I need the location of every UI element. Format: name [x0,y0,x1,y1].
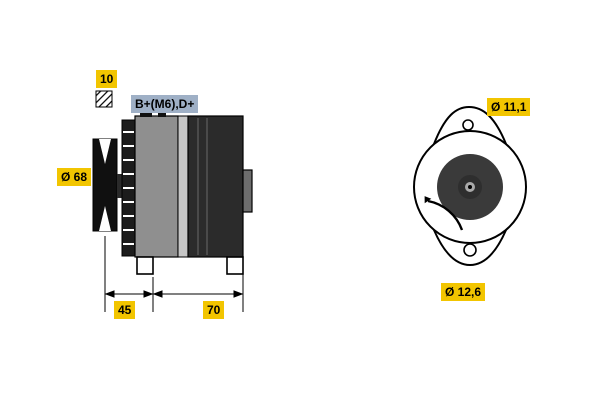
alternator-side-view [92,90,253,312]
terminal-stud-b-plus [140,109,152,117]
shaft-size-label: 10 [96,70,118,88]
rear-connector [242,169,253,213]
pulley-diameter-label: Ø 68 [57,168,92,186]
dimension-70-label: 70 [203,301,225,319]
terminal-stud-d-plus [158,111,166,117]
alternator-housing [134,109,253,258]
alternator-rear-view [413,105,527,267]
mounting-feet [136,256,244,275]
bottom-hole-diameter-label: Ø 12,6 [441,283,486,301]
rotation-arrow-icon [424,196,464,231]
dimension-lines [104,236,244,312]
front-bracket-fins [121,119,136,257]
top-mounting-hole [462,119,474,131]
top-hole-diameter-label: Ø 11,1 [487,98,531,116]
terminals-label: B+(M6),D+ [131,95,199,113]
bottom-mounting-hole [463,243,477,257]
pulley [92,138,122,232]
knurl-hatch-icon [95,90,113,108]
rotor-disc [437,154,503,220]
dimension-45-label: 45 [114,301,136,319]
